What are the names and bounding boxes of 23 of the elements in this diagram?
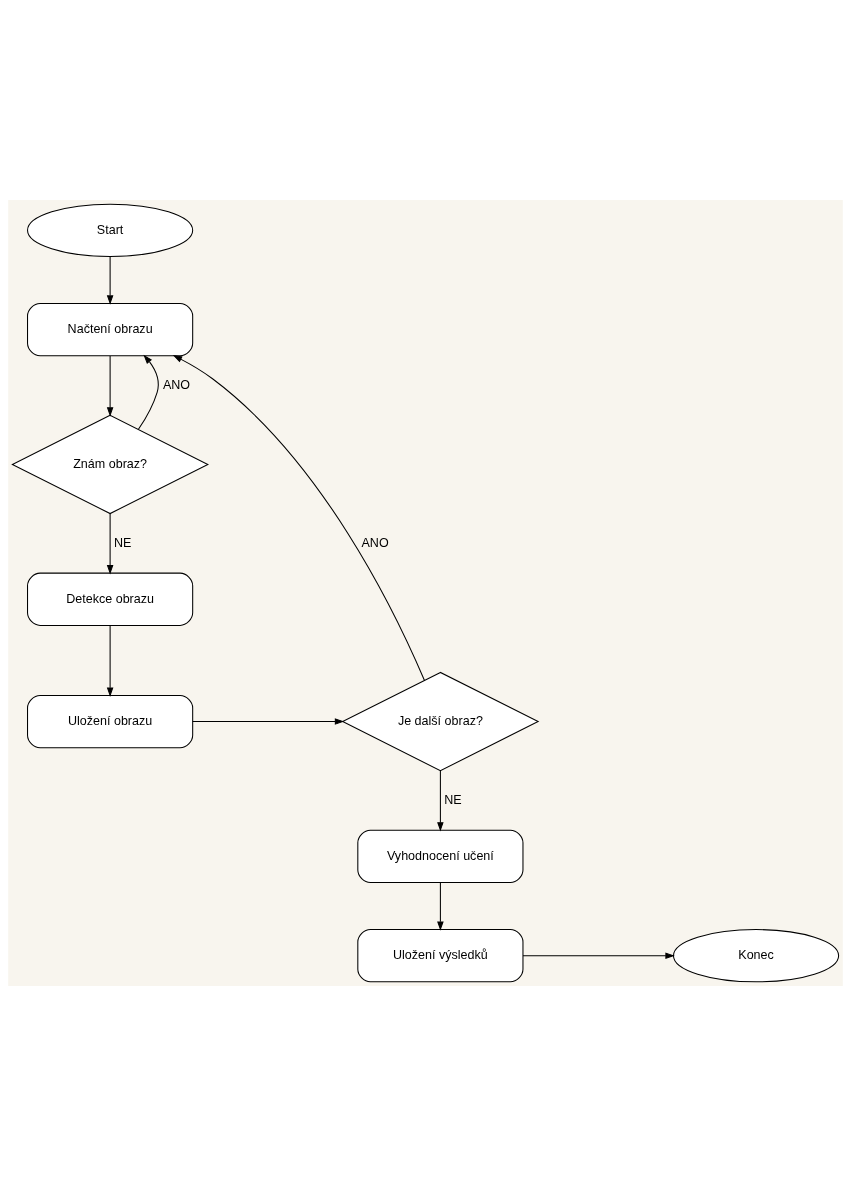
edge-label: NE [444, 792, 462, 807]
arrow [106, 512, 114, 574]
node-box: Vyhodnocení učení [357, 829, 524, 883]
arrow [172, 354, 425, 681]
edge-label: NE [113, 535, 132, 550]
node-box: Uložení obrazu [27, 694, 194, 748]
arrow [106, 354, 114, 417]
arrow [106, 255, 114, 305]
arrow [437, 881, 444, 931]
arrow [137, 354, 159, 430]
arrow [522, 951, 675, 959]
node-box: Uložení výsledků [357, 928, 524, 982]
arrow [106, 624, 114, 697]
node-diamond: Je další obraz? [341, 671, 540, 771]
arrow [192, 717, 345, 725]
node-ellipse: Start [27, 203, 194, 257]
node-ellipse: Konec [672, 928, 840, 982]
node-box: Načtení obrazu [27, 302, 194, 356]
arrow [437, 769, 444, 832]
node-box: Detekce obrazu [27, 572, 194, 626]
edge-label: ANO [162, 377, 191, 392]
edge-label: ANO [361, 535, 389, 550]
node-diamond: Znám obraz? [11, 414, 209, 514]
